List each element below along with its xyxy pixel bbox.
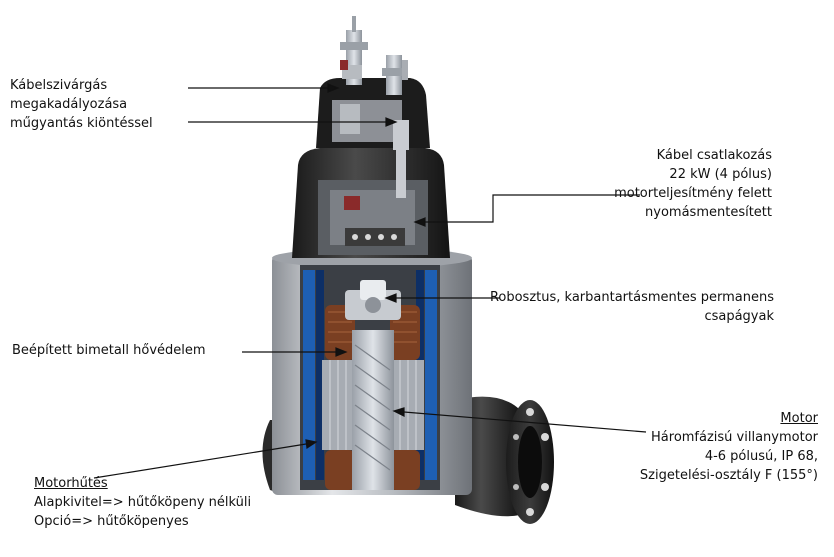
motor-line-3: Szigetelési-osztály F (155°) — [639, 468, 818, 483]
cable-glands — [340, 16, 408, 95]
cooling-line-1: Alapkivitel=> hűtőköpeny nélküli — [34, 495, 252, 510]
motor-label: Motor Háromfázisú villanymotor 4-6 pólus… — [640, 409, 818, 485]
cable-conn-line-1: Kábel csatlakozás — [656, 148, 772, 163]
cable-seal-line-1: Kábelszivárgás — [10, 78, 108, 93]
cable-conn-line-4: nyomásmentesített — [645, 205, 772, 220]
cable-seal-line-3: műgyantás kiöntéssel — [10, 116, 153, 131]
cable-seal-label: Kábelszivárgás megakadályozása műgyantás… — [10, 76, 153, 133]
motor-line-1: Háromfázisú villanymotor — [651, 430, 818, 445]
bearings-label: Robosztus, karbantartásmentes permanens … — [490, 288, 774, 326]
top-cover — [292, 148, 450, 258]
leader-lines — [93, 83, 647, 479]
cooling-heading: Motorhűtés — [34, 476, 108, 491]
motor-line-2: 4-6 pólusú, IP 68, — [704, 449, 818, 464]
cable-connection-label: Kábel csatlakozás 22 kW (4 pólus) motort… — [614, 146, 772, 222]
cooling-line-2: Opció=> hűtőköpenyes — [34, 514, 189, 529]
motor-heading: Motor — [780, 411, 818, 426]
rotor — [352, 330, 394, 490]
cable-conn-line-2: 22 kW (4 pólus) — [669, 167, 772, 182]
stator-windings — [325, 305, 420, 490]
thermal-protection-label: Beépített bimetall hővédelem — [12, 341, 206, 360]
cable-seal-line-2: megakadályozása — [10, 97, 128, 112]
cable-conn-line-3: motorteljesítmény felett — [614, 186, 772, 201]
bearings-line-2: csapágyak — [704, 309, 774, 324]
bearings-line-1: Robosztus, karbantartásmentes permanens — [489, 290, 774, 305]
motor-cooling-label: Motorhűtés Alapkivitel=> hűtőköpeny nélk… — [34, 474, 251, 531]
thermal-line-1: Beépített bimetall hővédelem — [12, 343, 206, 358]
